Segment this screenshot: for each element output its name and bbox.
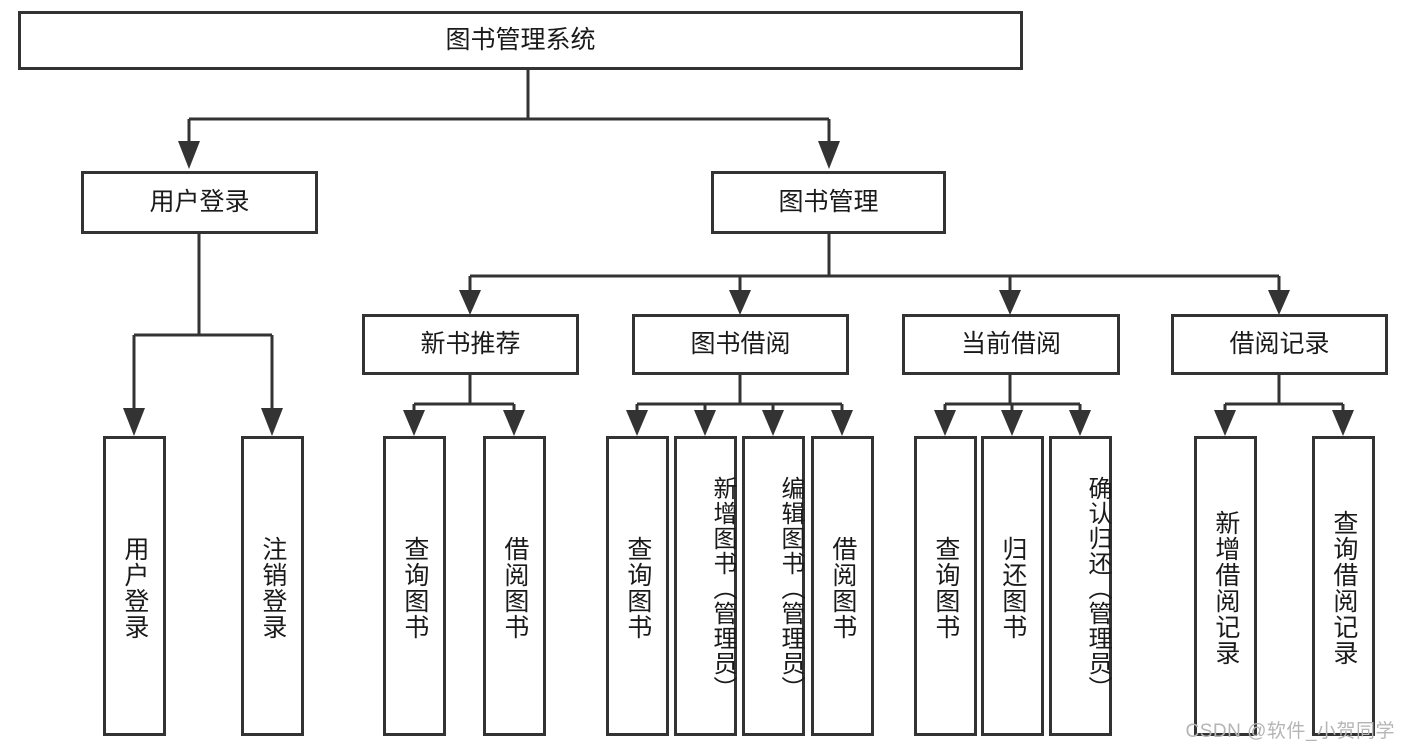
arrowhead-to-leaf-query-book-1 [403, 410, 425, 436]
arrowhead-to-leaf-add-book [694, 410, 716, 436]
connector-book-borrow-to-leaves [635, 374, 844, 412]
connector-new-book-recommend-to-leaves [412, 374, 516, 412]
node-box-leaf-query-record[interactable] [1312, 436, 1375, 736]
node-box-book-borrow[interactable] [632, 314, 849, 375]
node-box-borrow-record[interactable] [1171, 314, 1388, 375]
arrowhead-to-book-borrow [729, 290, 751, 315]
connector-current-borrow-to-leaves [943, 374, 1082, 412]
arrowhead-to-leaf-edit-book [762, 410, 784, 436]
connector-root-to-level2 [187, 69, 831, 141]
node-box-new-book-recommend[interactable] [362, 314, 579, 375]
arrowhead-to-new-book-recommend [459, 290, 481, 315]
node-box-leaf-borrow-book-2[interactable] [811, 436, 874, 736]
node-box-leaf-return-book[interactable] [981, 436, 1044, 736]
arrowhead-to-book-manage [818, 141, 840, 169]
node-box-user-login[interactable] [81, 171, 318, 234]
node-box-leaf-confirm-return[interactable] [1049, 436, 1112, 736]
node-box-current-borrow[interactable] [902, 314, 1120, 375]
node-box-leaf-user-login[interactable] [103, 436, 166, 736]
arrowhead-to-user-login [178, 141, 200, 169]
arrowhead-to-leaf-query-book-3 [934, 410, 956, 436]
connector-book-manage-to-level3 [468, 233, 1281, 292]
node-box-leaf-add-book[interactable] [674, 436, 737, 736]
arrowhead-to-leaf-logout-login [261, 408, 283, 436]
arrowhead-to-leaf-borrow-book-2 [831, 410, 853, 436]
node-box-leaf-query-book-1[interactable] [383, 436, 446, 736]
arrowhead-to-leaf-query-book-2 [626, 410, 648, 436]
arrowhead-to-leaf-add-record [1214, 410, 1236, 436]
connector-borrow-record-to-leaves [1223, 374, 1345, 412]
node-box-leaf-add-record[interactable] [1194, 436, 1257, 736]
arrowhead-to-leaf-return-book [1001, 410, 1023, 436]
node-box-leaf-borrow-book-1[interactable] [483, 436, 546, 736]
arrowhead-to-borrow-record [1268, 290, 1290, 315]
node-box-leaf-query-book-3[interactable] [914, 436, 977, 736]
connector-user-login-to-leaves [132, 233, 274, 410]
arrowhead-to-leaf-query-record [1332, 410, 1354, 436]
node-box-root[interactable] [18, 11, 1023, 70]
node-box-leaf-edit-book[interactable] [742, 436, 805, 736]
arrowhead-to-leaf-borrow-book-1 [503, 410, 525, 436]
node-box-leaf-logout-login[interactable] [241, 436, 304, 736]
arrowhead-to-current-borrow [999, 290, 1021, 315]
arrowhead-to-leaf-user-login [123, 408, 145, 436]
node-box-leaf-query-book-2[interactable] [606, 436, 669, 736]
node-box-book-manage[interactable] [711, 171, 946, 234]
watermark-text: CSDN @软件_小贺同学 [1185, 721, 1395, 742]
arrowhead-to-leaf-confirm-return [1069, 410, 1091, 436]
